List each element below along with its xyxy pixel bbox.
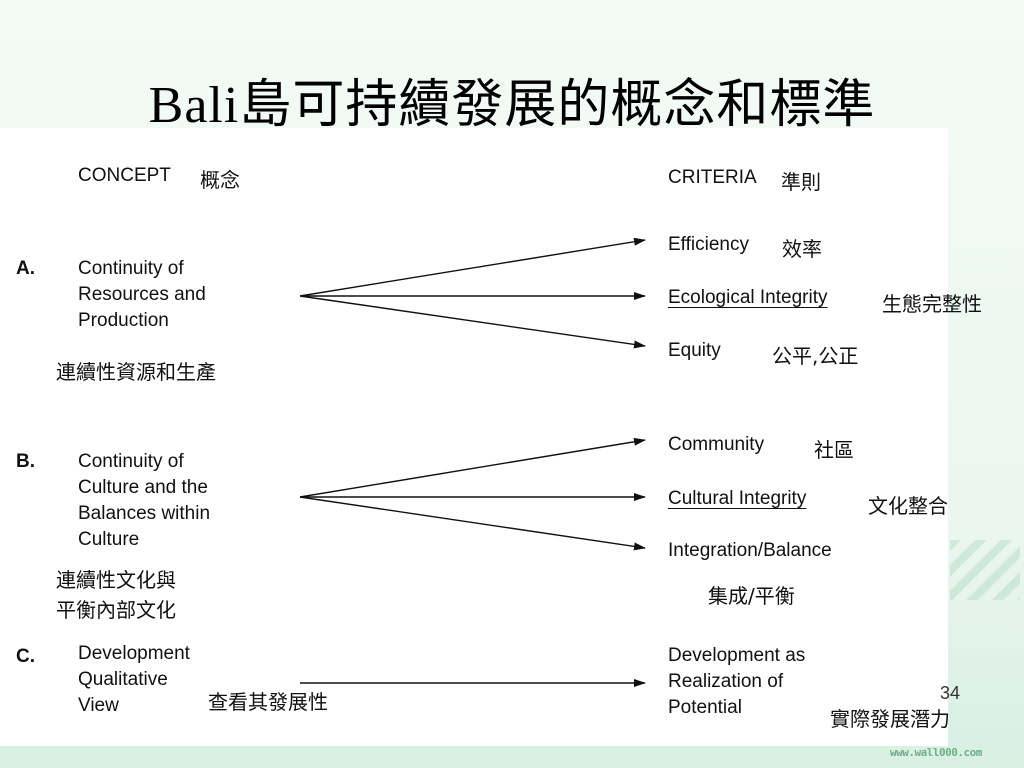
criteria-efficiency: Efficiency — [668, 234, 749, 255]
arrow-a-equity — [299, 295, 646, 349]
arrow-b-integration — [299, 496, 646, 551]
concept-b-line-4: Culture — [78, 529, 140, 550]
criteria-development-line-3: Potential — [668, 697, 742, 718]
criteria-equity: Equity — [668, 340, 721, 361]
concept-a-line-2: Resources and — [78, 284, 206, 305]
criteria-development-line-2: Realization of — [668, 671, 784, 692]
concept-b-line-2: Culture and the — [78, 477, 208, 498]
concept-b-zh-line-1: 連續性文化與 — [56, 568, 176, 592]
criteria-community: Community — [668, 434, 765, 455]
criteria-ecological-integrity: Ecological Integrity — [668, 287, 828, 308]
concept-c-zh: 查看其發展性 — [208, 690, 328, 714]
watermark: www.wall000.com — [890, 746, 982, 759]
section-label-c: C. — [16, 646, 35, 667]
criteria-equity-zh: 公平,公正 — [772, 344, 859, 368]
criteria-integration-balance-zh: 集成/平衡 — [708, 584, 795, 608]
criteria-cultural-integrity-zh: 文化整合 — [868, 494, 948, 518]
section-label-a: A. — [16, 258, 35, 279]
concept-c-line-1: Development — [78, 643, 190, 664]
concept-b-line-3: Balances within — [78, 503, 211, 524]
criteria-development-zh: 實際發展潛力 — [830, 707, 950, 731]
arrows-group-a — [299, 237, 646, 349]
criteria-cultural-integrity: Cultural Integrity — [668, 488, 807, 509]
concept-a-line-3: Production — [78, 310, 169, 331]
slide-title: Bali島可持續發展的概念和標準 — [148, 77, 876, 134]
criteria-community-zh: 社區 — [814, 438, 854, 462]
concept-header: CONCEPT — [78, 165, 171, 186]
page-number: 34 — [940, 683, 961, 703]
criteria-development-line-1: Development as — [668, 645, 806, 666]
criteria-efficiency-zh: 效率 — [782, 237, 822, 261]
arrow-a-efficiency — [299, 237, 646, 297]
concept-c-line-3: View — [78, 695, 119, 716]
concept-a-line-1: Continuity of — [78, 258, 184, 279]
criteria-header-zh: 準則 — [781, 170, 821, 194]
decorative-pattern — [950, 540, 1020, 600]
concept-b-line-1: Continuity of — [78, 451, 184, 472]
concept-header-zh: 概念 — [200, 168, 240, 192]
section-label-b: B. — [16, 451, 35, 472]
diagram-panel — [0, 128, 948, 746]
concept-a-zh: 連續性資源和生產 — [56, 360, 216, 384]
concept-c-line-2: Qualitative — [78, 669, 168, 690]
concept-b-zh-line-2: 平衡內部文化 — [56, 598, 176, 622]
criteria-header: CRITERIA — [668, 167, 757, 188]
criteria-integration-balance: Integration/Balance — [668, 540, 832, 561]
arrows-group-b — [299, 437, 646, 551]
arrow-b-community — [299, 437, 646, 498]
criteria-ecological-integrity-zh: 生態完整性 — [882, 292, 982, 316]
